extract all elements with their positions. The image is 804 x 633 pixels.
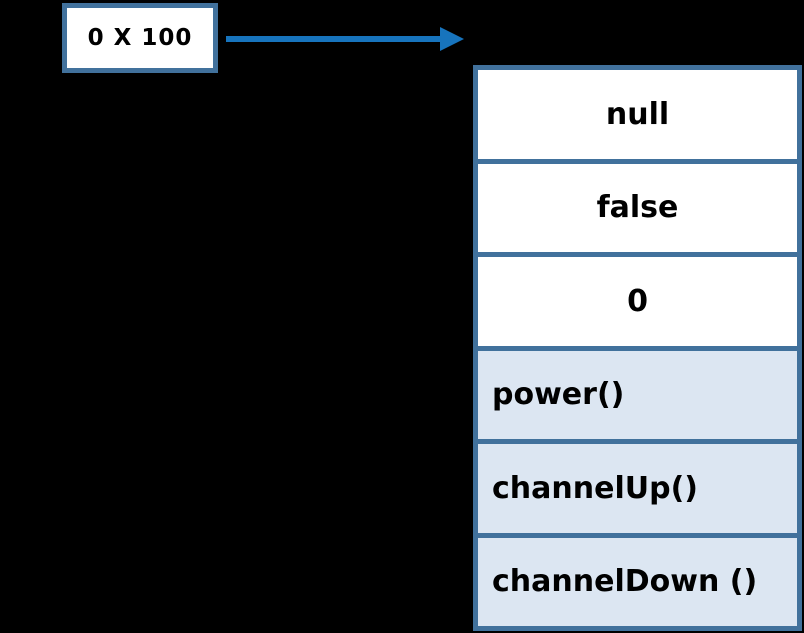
- right-arrow-icon: [226, 27, 464, 51]
- field-value: null: [605, 96, 670, 132]
- field-row-3: 0: [473, 252, 802, 351]
- method-row-3: channelDown (): [473, 532, 802, 631]
- reference-address-box: 0 X 100: [62, 3, 218, 73]
- field-row-1: null: [473, 65, 802, 164]
- method-row-1: power(): [473, 345, 802, 444]
- method-row-2: channelUp(): [473, 439, 802, 538]
- field-value: false: [596, 190, 679, 226]
- method-label: channelUp(): [492, 470, 698, 506]
- field-row-2: false: [473, 158, 802, 257]
- object-table: null false 0 power() channelUp() channel…: [473, 65, 802, 631]
- field-value: 0: [627, 283, 648, 319]
- method-label: channelDown (): [492, 564, 758, 600]
- method-label: power(): [492, 377, 625, 413]
- reference-address-label: 0 X 100: [87, 25, 193, 51]
